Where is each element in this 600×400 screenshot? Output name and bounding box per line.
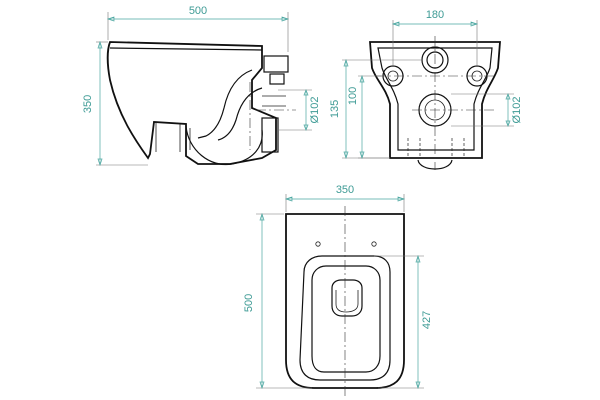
top-length-label: 500 xyxy=(243,294,255,312)
top-bowl-length-label: 427 xyxy=(421,311,433,329)
rear-height-upper-label: 135 xyxy=(329,100,341,118)
top-view: 350 500 427 xyxy=(243,184,433,396)
rear-view: 180 135 100 Ø102 xyxy=(329,9,523,170)
rear-width-label: 180 xyxy=(426,9,444,21)
side-width-label: 500 xyxy=(189,5,207,17)
rear-height-lower-label: 100 xyxy=(347,87,359,105)
top-width-label: 350 xyxy=(336,184,354,196)
side-height-label: 350 xyxy=(82,95,94,113)
side-view: 500 350 Ø102 xyxy=(82,5,321,167)
rear-pipe-diameter-label: Ø102 xyxy=(511,97,523,124)
side-pipe-diameter-label: Ø102 xyxy=(309,97,321,124)
